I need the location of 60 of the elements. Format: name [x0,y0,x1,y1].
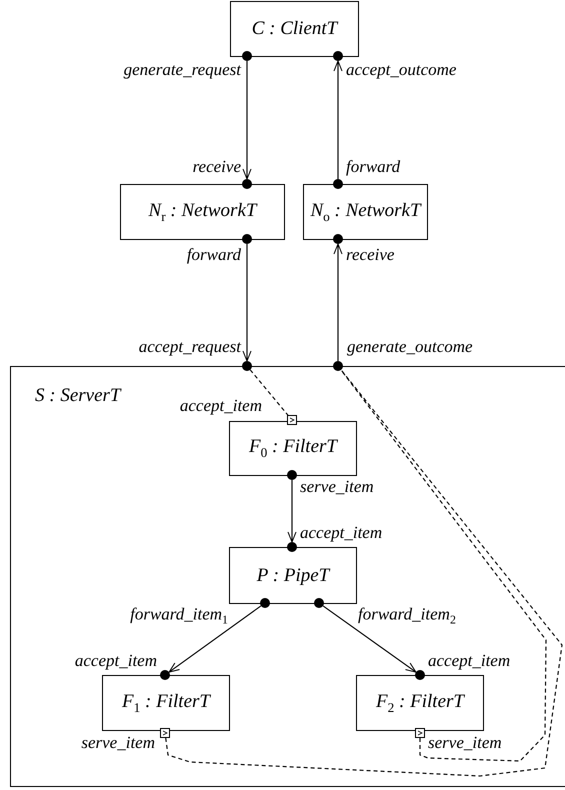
port-label: generate_outcome [347,337,473,357]
port-dot [287,542,297,552]
port-dot [242,179,252,189]
port-square [160,728,170,738]
component-title: P : PipeT [256,564,330,586]
connector-arrow [242,244,252,362]
port-label: accept_item [300,523,382,543]
port-dot [287,470,297,480]
port-label: accept_outcome [346,60,456,80]
binding-line [250,369,290,417]
component-title: S : ServerT [35,385,120,407]
port-dot [333,361,343,371]
port-label: accept_request [138,337,241,357]
port-dot [242,234,252,244]
port-dot [333,179,343,189]
port-label: accept_item [428,651,510,671]
port-label: forward_item$_{2}$ [358,604,456,629]
port-square [287,415,297,425]
component-title: N$_{o}$ : NetworkT [310,200,421,224]
component-title: N$_{r}$ : NetworkT [148,200,256,224]
component-title: F$_{1}$ : FilterT [122,690,210,716]
component-box [229,421,357,476]
connector-arrow [288,480,296,542]
port-label: receive [346,245,394,265]
port-square [415,728,425,738]
port-dot [333,234,343,244]
port-label: receive [192,157,241,177]
component-title: F$_{0}$ : FilterT [249,436,337,461]
component-box [120,184,285,240]
port-label: accept_item [74,651,157,671]
port-label: forward_item$_{1}$ [130,604,228,629]
port-dot [415,670,425,680]
connector-arrow [334,60,342,179]
component-title: C : ClientT [252,18,338,40]
port-dot [242,51,252,61]
port-dot [260,598,270,608]
component-box [230,1,359,57]
component-box [229,547,357,604]
port-label: serve_item [300,477,374,497]
port-dot [242,361,252,371]
port-label: forward [186,245,241,265]
component-box [356,675,484,731]
component-box [303,184,428,240]
connector-arrow [334,244,342,361]
port-label: serve_item [81,733,155,753]
port-label: accept_item [180,396,262,416]
connector-arrow [242,61,252,180]
port-label: serve_item [428,733,502,753]
binding-line [165,370,563,777]
binding-line [340,370,547,762]
component-box [102,675,230,731]
connector-arrow [322,605,416,673]
connector-arrow [168,605,262,673]
port-dot [314,598,324,608]
port-label: generate_request [124,60,241,80]
port-dot [333,51,343,61]
container-box [10,366,565,787]
port-dot [160,670,170,680]
component-title: F$_{2}$ : FilterT [376,690,464,716]
port-label: forward [346,157,400,177]
